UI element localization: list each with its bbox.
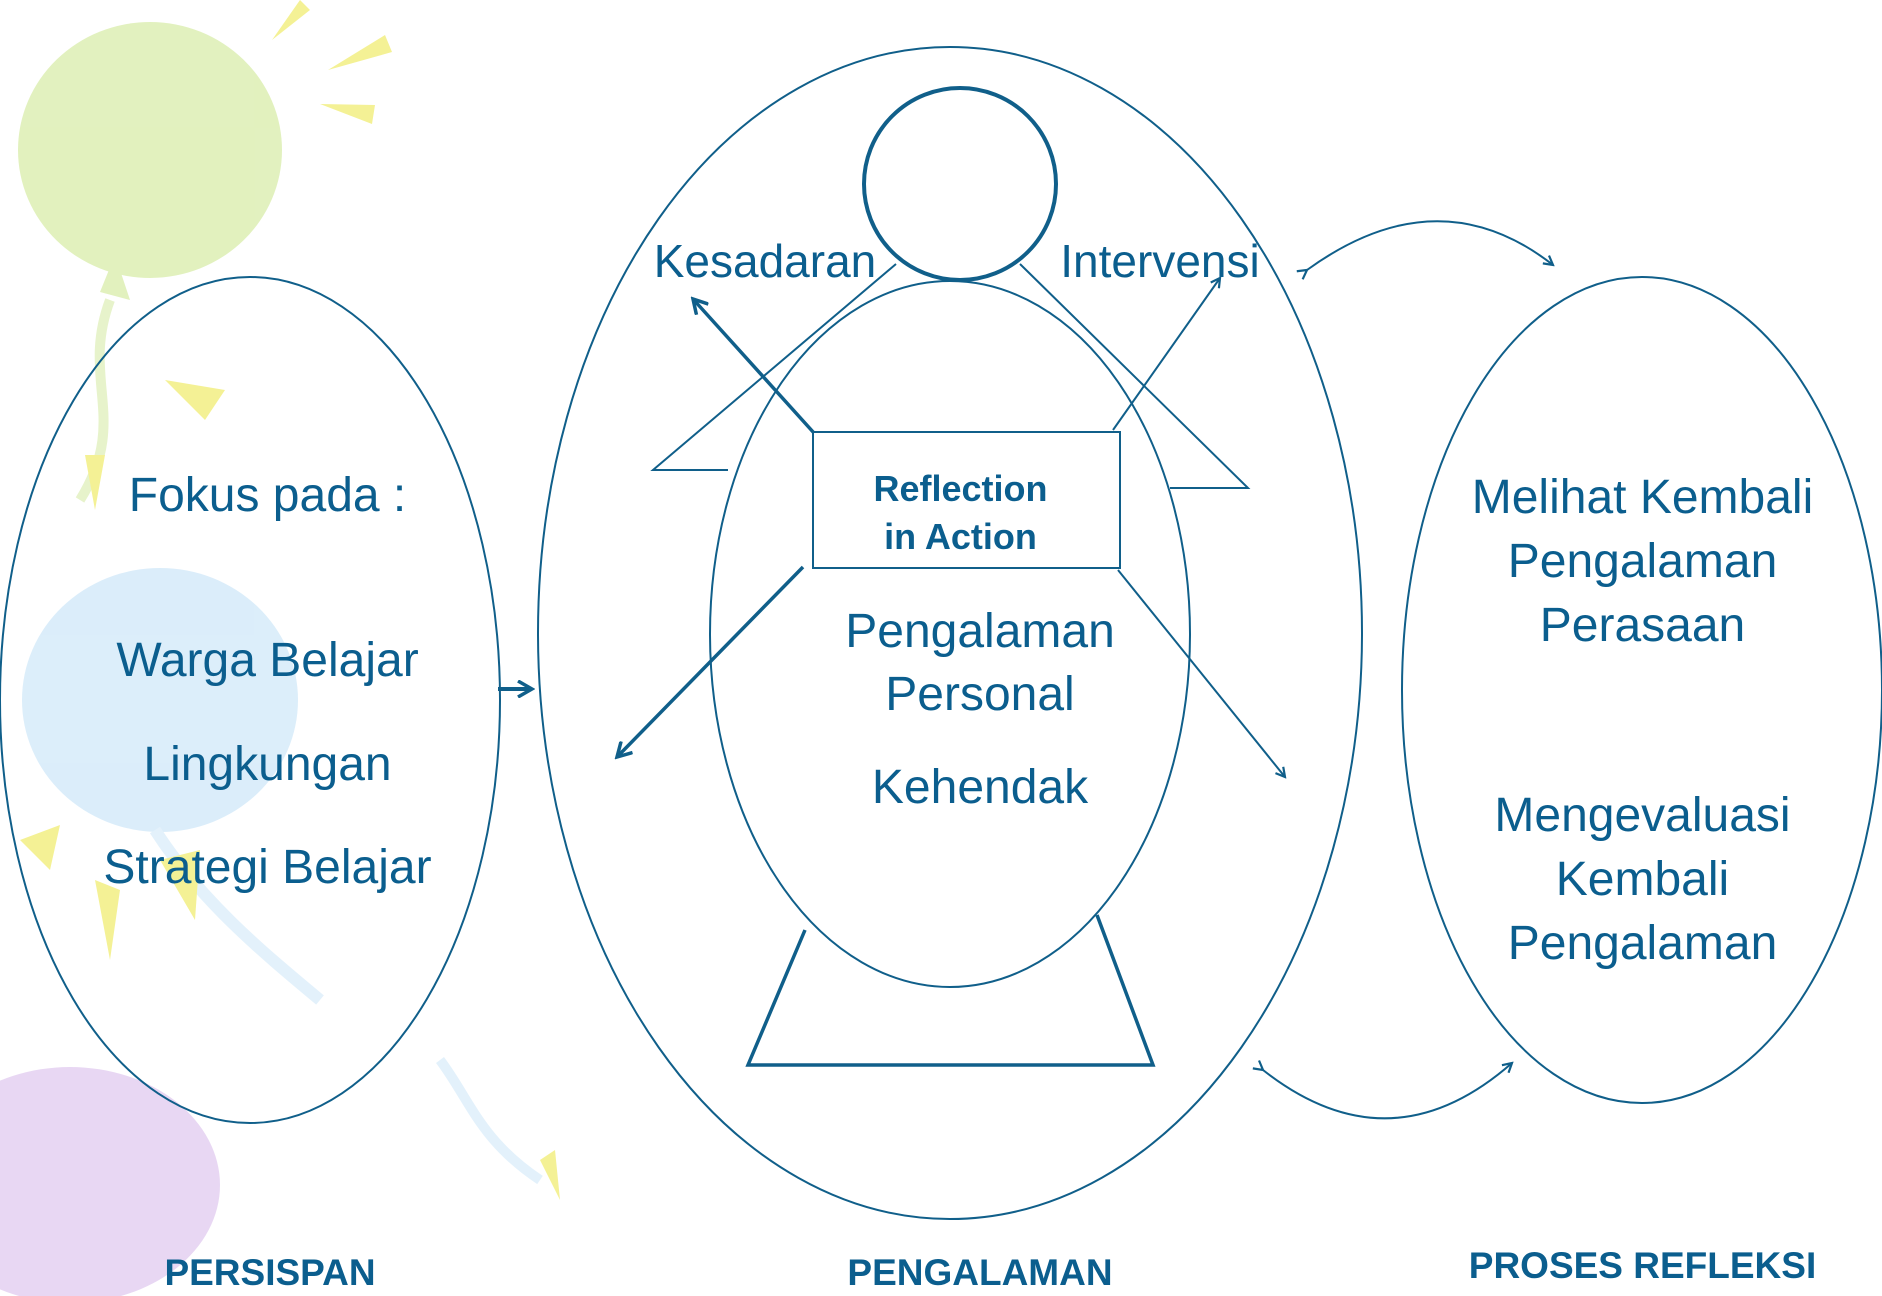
pengalaman-personal-label: Pengalaman Personal (780, 600, 1180, 726)
refleksi-group-1: Melihat Kembali Pengalaman Perasaan (1440, 466, 1845, 658)
arrow-to-kesadaran (693, 299, 816, 435)
refleksi-group-1-line-3: Perasaan (1539, 599, 1746, 652)
reflection-line-1: Reflection (873, 468, 1048, 509)
confetti-shapes (20, 0, 560, 1200)
refleksi-group-1-line-1: Melihat Kembali (1471, 471, 1814, 524)
pengalaman-line-2: Personal (885, 668, 1075, 721)
pengalaman-ellipse (537, 46, 1363, 1220)
footer-persispan: PERSISPAN (164, 1252, 376, 1293)
arrow-lower-left (617, 565, 805, 757)
arrow-lower-right (1117, 569, 1285, 777)
footer-pengalaman: PENGALAMAN (847, 1252, 1113, 1293)
refleksi-ellipse (1401, 276, 1882, 1104)
label-kesadaran: Kesadaran (653, 235, 877, 287)
reflection-box-label: Reflection in Action (813, 465, 1108, 561)
footer-proses-refleksi: PROSES REFLEKSI (1468, 1245, 1817, 1286)
fokus-item-lingkungan: Lingkungan (143, 738, 392, 791)
reflection-line-2: in Action (884, 516, 1037, 557)
fokus-heading: Fokus pada : (128, 469, 407, 522)
refleksi-group-1-line-2: Pengalaman (1507, 535, 1778, 588)
kehendak-label: Kehendak (871, 761, 1089, 814)
label-intervensi: Intervensi (1060, 235, 1260, 287)
background-decoration (0, 0, 560, 1296)
curved-arrow-top (1307, 220, 1553, 270)
figure-base (745, 914, 1156, 1067)
fokus-item-strategi-belajar: Strategi Belajar (103, 841, 432, 894)
figure-right-arm (1019, 263, 1251, 489)
refleksi-group-2: Mengevaluasi Kembali Pengalaman (1440, 784, 1845, 976)
reflection-box (812, 431, 1121, 569)
balloon-blue-icon (22, 568, 543, 1185)
arrow-to-intervensi (1112, 278, 1220, 431)
curved-arrow-bottom (1263, 1063, 1512, 1120)
persiapan-ellipse (0, 276, 501, 1124)
refleksi-group-2-line-2: Kembali (1555, 853, 1730, 906)
fokus-item-warga-belajar: Warga Belajar (116, 634, 419, 687)
figure-left-arm (650, 263, 897, 471)
balloon-purple-icon (0, 1067, 220, 1296)
figure-head (862, 86, 1058, 282)
pengalaman-line-1: Pengalaman (845, 605, 1115, 658)
refleksi-group-2-line-3: Pengalaman (1507, 917, 1778, 970)
refleksi-group-2-line-1: Mengevaluasi (1494, 789, 1791, 842)
